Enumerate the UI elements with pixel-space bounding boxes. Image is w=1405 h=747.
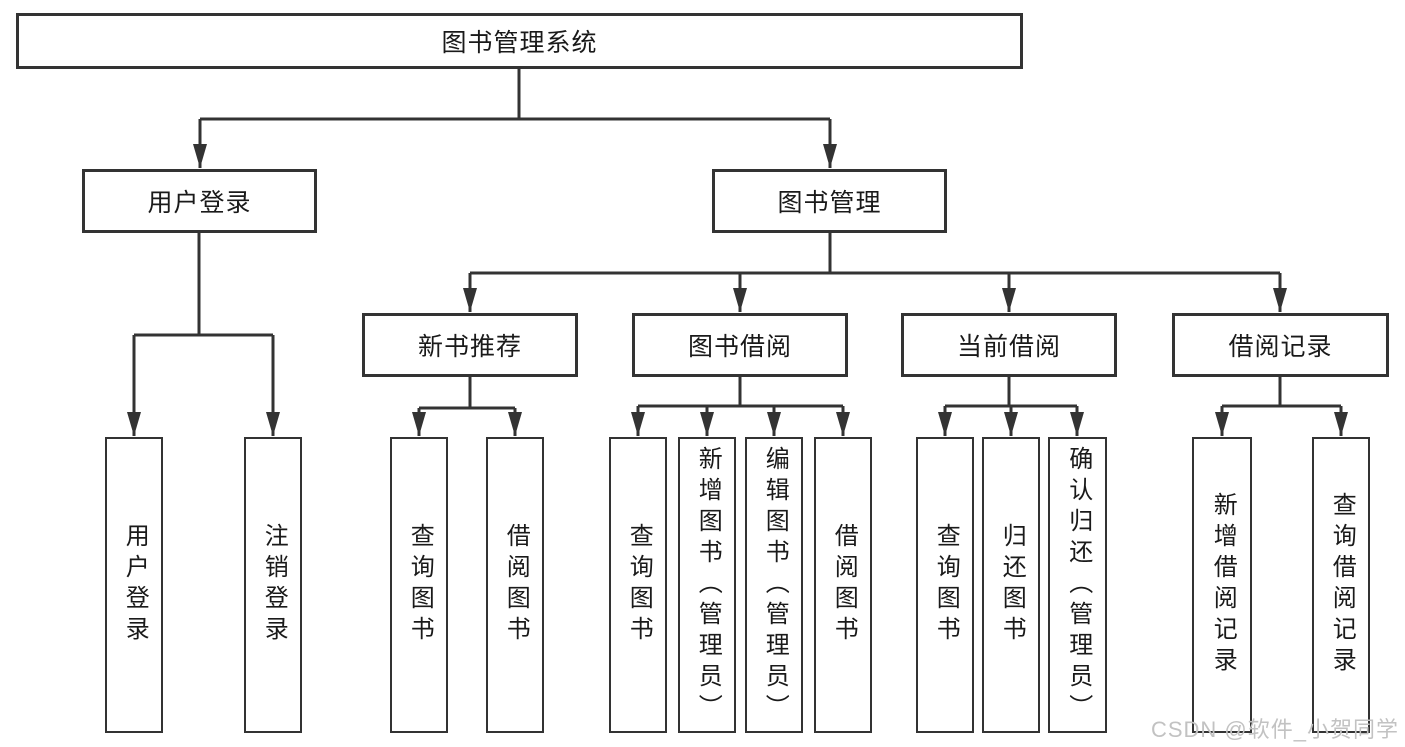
leaf-user-login: 用户登录	[105, 437, 163, 733]
node-book-management: 图书管理	[712, 169, 947, 233]
leaf-add-book-admin: 新增图书（管理员）	[678, 437, 736, 733]
node-label: 借阅图书	[502, 523, 530, 647]
node-label: 用户登录	[147, 189, 252, 217]
node-new-book-recommend: 新书推荐	[362, 313, 578, 377]
leaf-borrow-books-2: 借阅图书	[814, 437, 872, 733]
node-label: 查询图书	[406, 523, 434, 647]
wire-book-borrow-bar	[638, 377, 843, 408]
leaf-logout: 注销登录	[244, 437, 302, 733]
node-label: 查询图书	[625, 523, 653, 647]
node-label: 当前借阅	[956, 333, 1061, 361]
node-borrow-records: 借阅记录	[1172, 313, 1389, 377]
wire-new-book-recommend-bar	[419, 377, 515, 410]
node-label: 确认归还（管理员）	[1064, 445, 1092, 725]
node-label: 图书管理系统	[441, 29, 598, 57]
leaf-query-borrow-record: 查询借阅记录	[1312, 437, 1370, 733]
node-label: 新增图书（管理员）	[694, 445, 722, 725]
wire-book-management-bar	[470, 233, 1280, 275]
node-label: 归还图书	[998, 523, 1026, 647]
wire-borrow-records-bar	[1222, 377, 1341, 408]
node-current-borrow: 当前借阅	[901, 313, 1117, 377]
leaf-query-books-1: 查询图书	[390, 437, 448, 733]
node-label: 图书借阅	[687, 333, 792, 361]
node-label: 新书推荐	[417, 333, 522, 361]
node-label: 借阅图书	[830, 523, 858, 647]
leaf-query-books-2: 查询图书	[609, 437, 667, 733]
wire-current-borrow-bar	[945, 377, 1077, 408]
node-label: 编辑图书（管理员）	[761, 445, 789, 725]
leaf-borrow-books-1: 借阅图书	[486, 437, 544, 733]
node-label: 新增借阅记录	[1209, 492, 1237, 678]
node-library-management-system: 图书管理系统	[16, 13, 1023, 69]
node-label: 借阅记录	[1228, 333, 1333, 361]
node-label: 查询借阅记录	[1328, 492, 1356, 678]
csdn-watermark: CSDN @软件_小贺同学	[1150, 717, 1399, 742]
leaf-return-book: 归还图书	[982, 437, 1040, 733]
node-label: 用户登录	[121, 523, 149, 647]
leaf-confirm-return-admin: 确认归还（管理员）	[1048, 437, 1107, 733]
node-user-login: 用户登录	[82, 169, 317, 233]
node-label: 图书管理	[777, 189, 882, 217]
wire-root-to-level2	[200, 68, 830, 121]
leaf-edit-book-admin: 编辑图书（管理员）	[745, 437, 803, 733]
node-label: 注销登录	[260, 523, 288, 647]
wire-user-login-bar	[134, 233, 273, 337]
node-label: 查询图书	[932, 523, 960, 647]
node-book-borrow: 图书借阅	[632, 313, 848, 377]
leaf-add-borrow-record: 新增借阅记录	[1192, 437, 1252, 733]
leaf-query-books-3: 查询图书	[916, 437, 974, 733]
